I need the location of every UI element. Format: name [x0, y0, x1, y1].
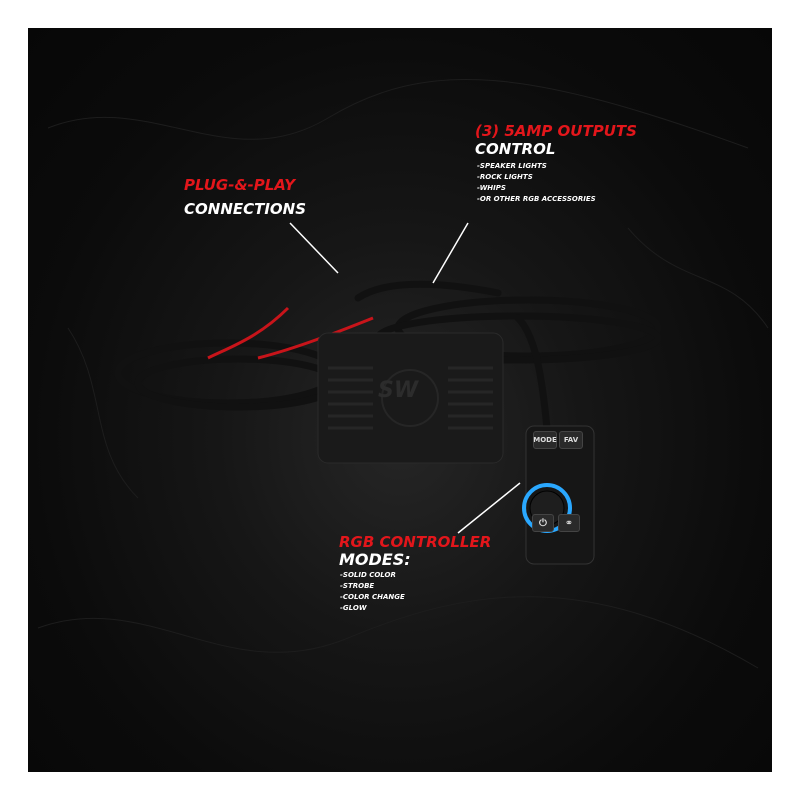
- list-item: -STROBE: [340, 582, 375, 590]
- plug-play-subtitle: CONNECTIONS: [184, 200, 307, 218]
- plug-play-title: PLUG-&-PLAY: [184, 176, 296, 194]
- callout-lines: [289, 222, 521, 534]
- outputs-title: (3) 5AMP OUTPUTS: [475, 122, 637, 140]
- list-item: -WHIPS: [477, 184, 506, 192]
- list-item: -ROCK LIGHTS: [477, 173, 533, 181]
- list-item: -SPEAKER LIGHTS: [477, 162, 547, 170]
- mode-button[interactable]: MODE: [533, 431, 557, 449]
- logo: SW: [378, 378, 419, 403]
- module-ribs: [328, 366, 493, 430]
- outputs-list: -SPEAKER LIGHTS -ROCK LIGHTS -WHIPS -OR …: [477, 161, 596, 205]
- harness-illustration: [37, 79, 769, 669]
- list-item: -COLOR CHANGE: [340, 593, 405, 601]
- list-item: -SOLID COLOR: [340, 571, 396, 579]
- controller-subtitle: MODES:: [339, 550, 411, 569]
- control-module: [317, 332, 504, 464]
- controller-title: RGB CONTROLLER: [339, 533, 492, 551]
- product-image-panel: SW MODE FAV ⏻ ⚭ PLUG-&-PLAY CONNECTIONS …: [28, 28, 772, 772]
- topo-lines: [37, 79, 769, 669]
- power-icon[interactable]: ⏻: [532, 514, 554, 532]
- list-item: -OR OTHER RGB ACCESSORIES: [477, 195, 596, 203]
- logo-emblem: [381, 369, 439, 427]
- outputs-subtitle: CONTROL: [475, 140, 556, 158]
- list-item: -GLOW: [340, 604, 367, 612]
- color-circles-icon[interactable]: ⚭: [558, 514, 580, 532]
- modes-list: -SOLID COLOR -STROBE -COLOR CHANGE -GLOW: [340, 570, 405, 614]
- fav-button[interactable]: FAV: [559, 431, 583, 449]
